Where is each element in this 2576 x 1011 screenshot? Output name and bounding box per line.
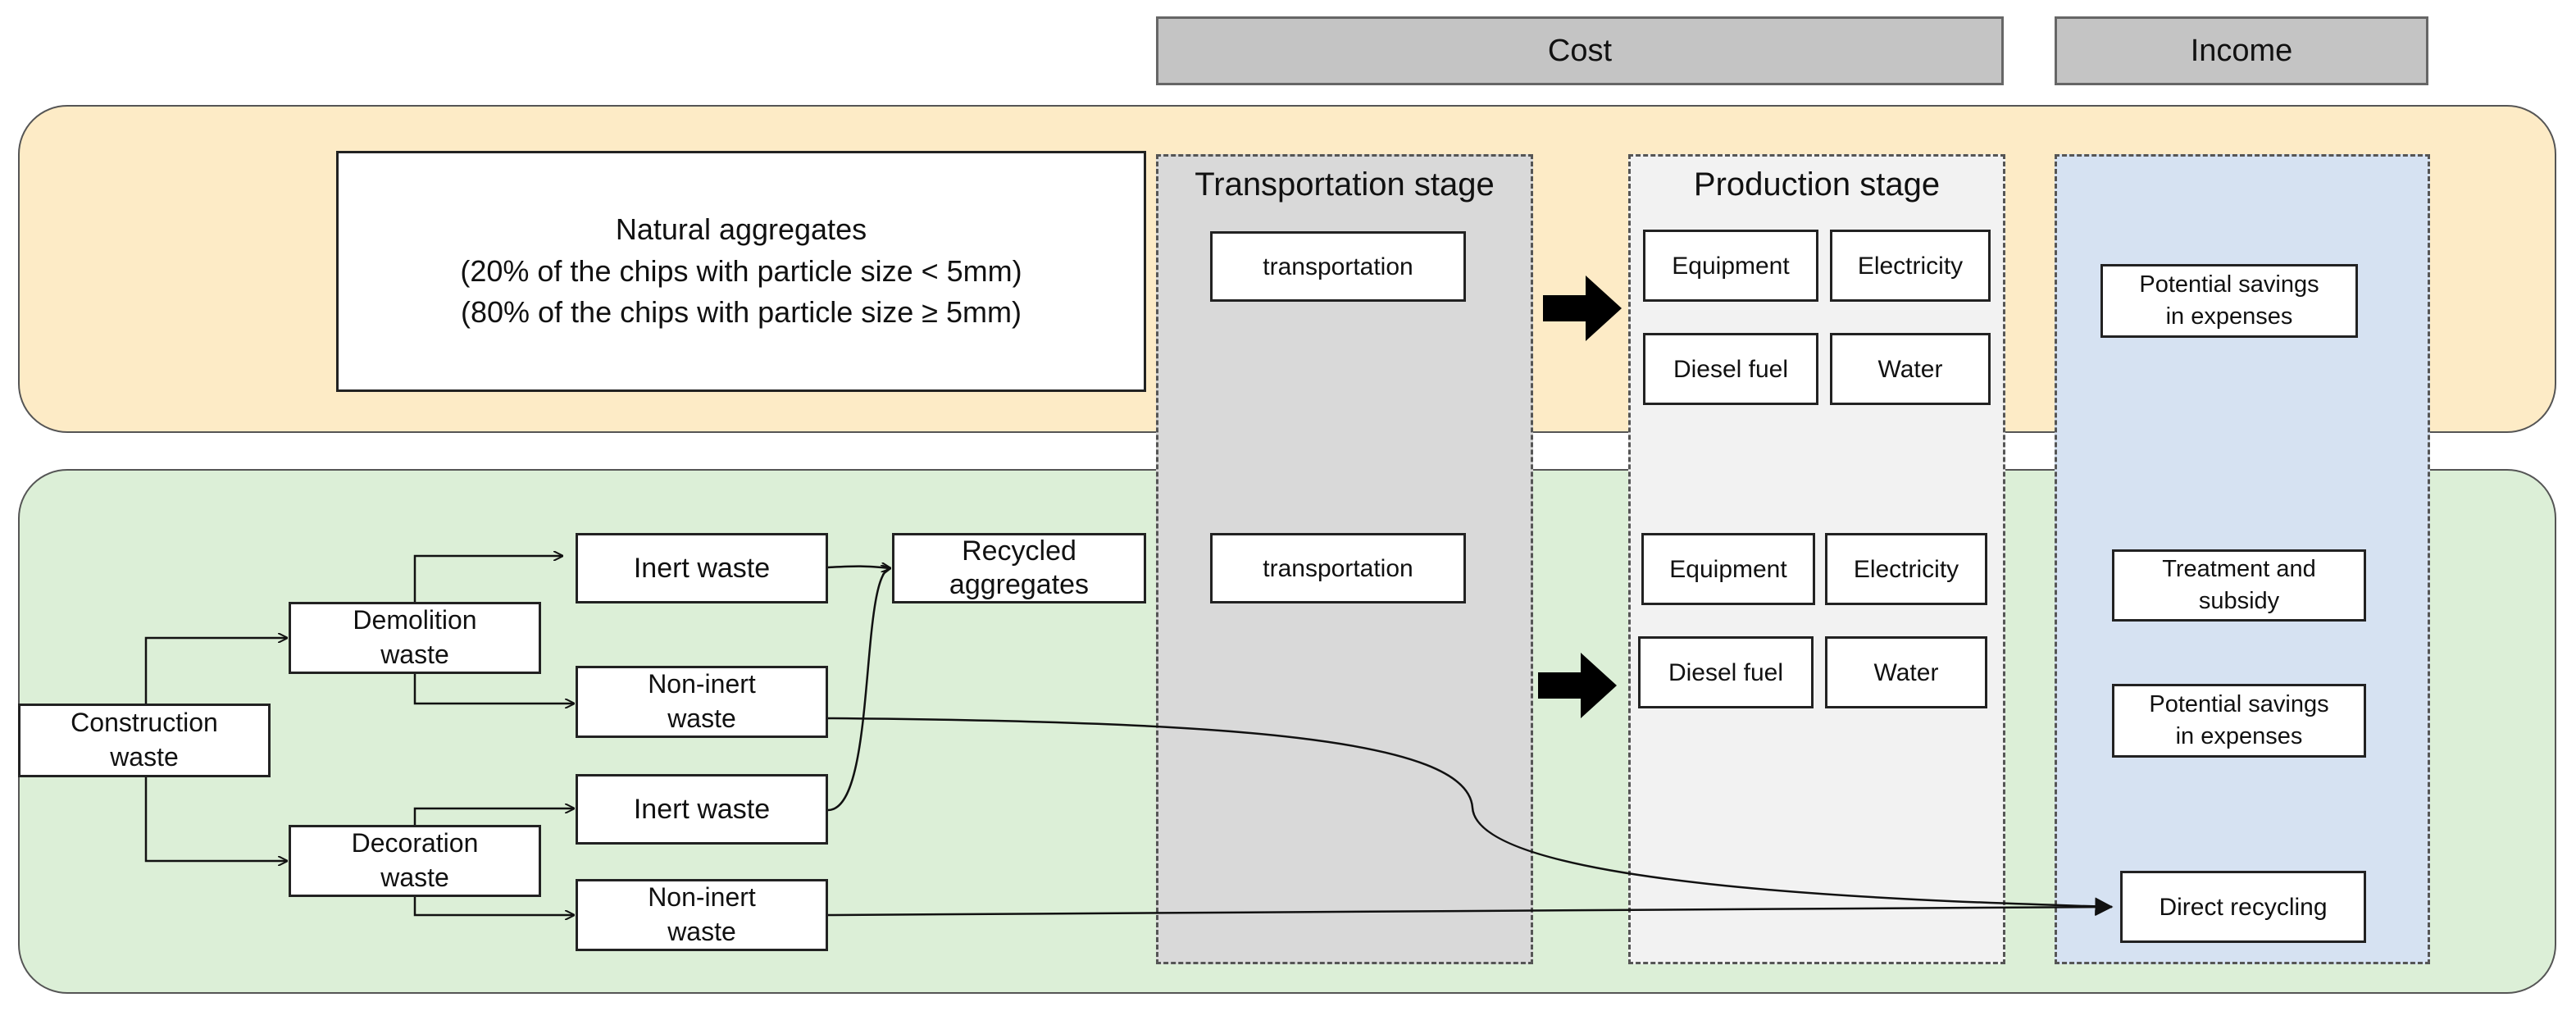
non-inert-waste-box-2: Non-inert waste [576,879,828,951]
treatment-line1: Treatment and [2162,555,2316,582]
demolition-waste-box: Demolition waste [289,602,541,674]
production-stage-title: Production stage [1693,166,1941,203]
non-inert-waste-2-line2: waste [667,917,736,946]
natural-aggregates-fine: (20% of the chips with particle size < 5… [460,253,1022,288]
demolition-waste-line2: waste [380,640,449,669]
top-transportation-box: transportation [1210,231,1466,302]
construction-waste-box: Construction waste [18,704,271,777]
bottom-electricity-box: Electricity [1825,533,1987,605]
top-equipment-box: Equipment [1643,230,1818,302]
natural-aggregates-box: Natural aggregates (20% of the chips wit… [336,151,1146,392]
top-diesel-box: Diesel fuel [1643,333,1818,405]
recycled-aggregates-line2: aggregates [949,569,1090,600]
bottom-savings-box: Potential savings in expenses [2112,684,2366,758]
bottom-savings-line2: in expenses [2175,723,2303,749]
natural-aggregates-coarse: (80% of the chips with particle size ≥ 5… [460,295,1022,330]
demolition-waste-line1: Demolition [353,605,477,635]
natural-aggregates-title: Natural aggregates [615,212,867,247]
bottom-equipment-box: Equipment [1641,533,1815,605]
construction-waste-line1: Construction [71,708,218,738]
non-inert-waste-1-line2: waste [667,704,736,733]
bottom-diesel-box: Diesel fuel [1638,636,1814,708]
top-savings-box: Potential savings in expenses [2100,264,2358,338]
top-electricity-box: Electricity [1830,230,1991,302]
inert-waste-box-1: Inert waste [576,533,828,603]
cost-header: Cost [1156,16,2004,85]
direct-recycling-box: Direct recycling [2120,871,2366,943]
bottom-transportation-box: transportation [1210,533,1466,603]
non-inert-waste-1-line1: Non-inert [648,669,756,699]
treatment-subsidy-box: Treatment and subsidy [2112,549,2366,622]
top-flow-arrow-icon [1543,276,1622,341]
top-savings-line2: in expenses [2165,303,2293,330]
recycled-aggregates-line1: Recycled [962,535,1076,567]
inert-waste-box-2: Inert waste [576,774,828,845]
decoration-waste-line2: waste [380,863,449,892]
bottom-flow-arrow-icon [1538,653,1617,718]
decoration-waste-box: Decoration waste [289,825,541,897]
decoration-waste-line1: Decoration [351,828,479,858]
construction-waste-line2: waste [110,742,179,772]
transportation-stage-title: Transportation stage [1195,166,1495,203]
bottom-savings-line1: Potential savings [2149,690,2329,717]
non-inert-waste-2-line1: Non-inert [648,882,756,913]
treatment-line2: subsidy [2198,588,2280,614]
top-savings-line1: Potential savings [2139,271,2319,298]
non-inert-waste-box-1: Non-inert waste [576,666,828,738]
top-water-box: Water [1830,333,1991,405]
recycled-aggregates-box: Recycled aggregates [892,533,1146,603]
income-header: Income [2055,16,2428,85]
bottom-water-box: Water [1825,636,1987,708]
